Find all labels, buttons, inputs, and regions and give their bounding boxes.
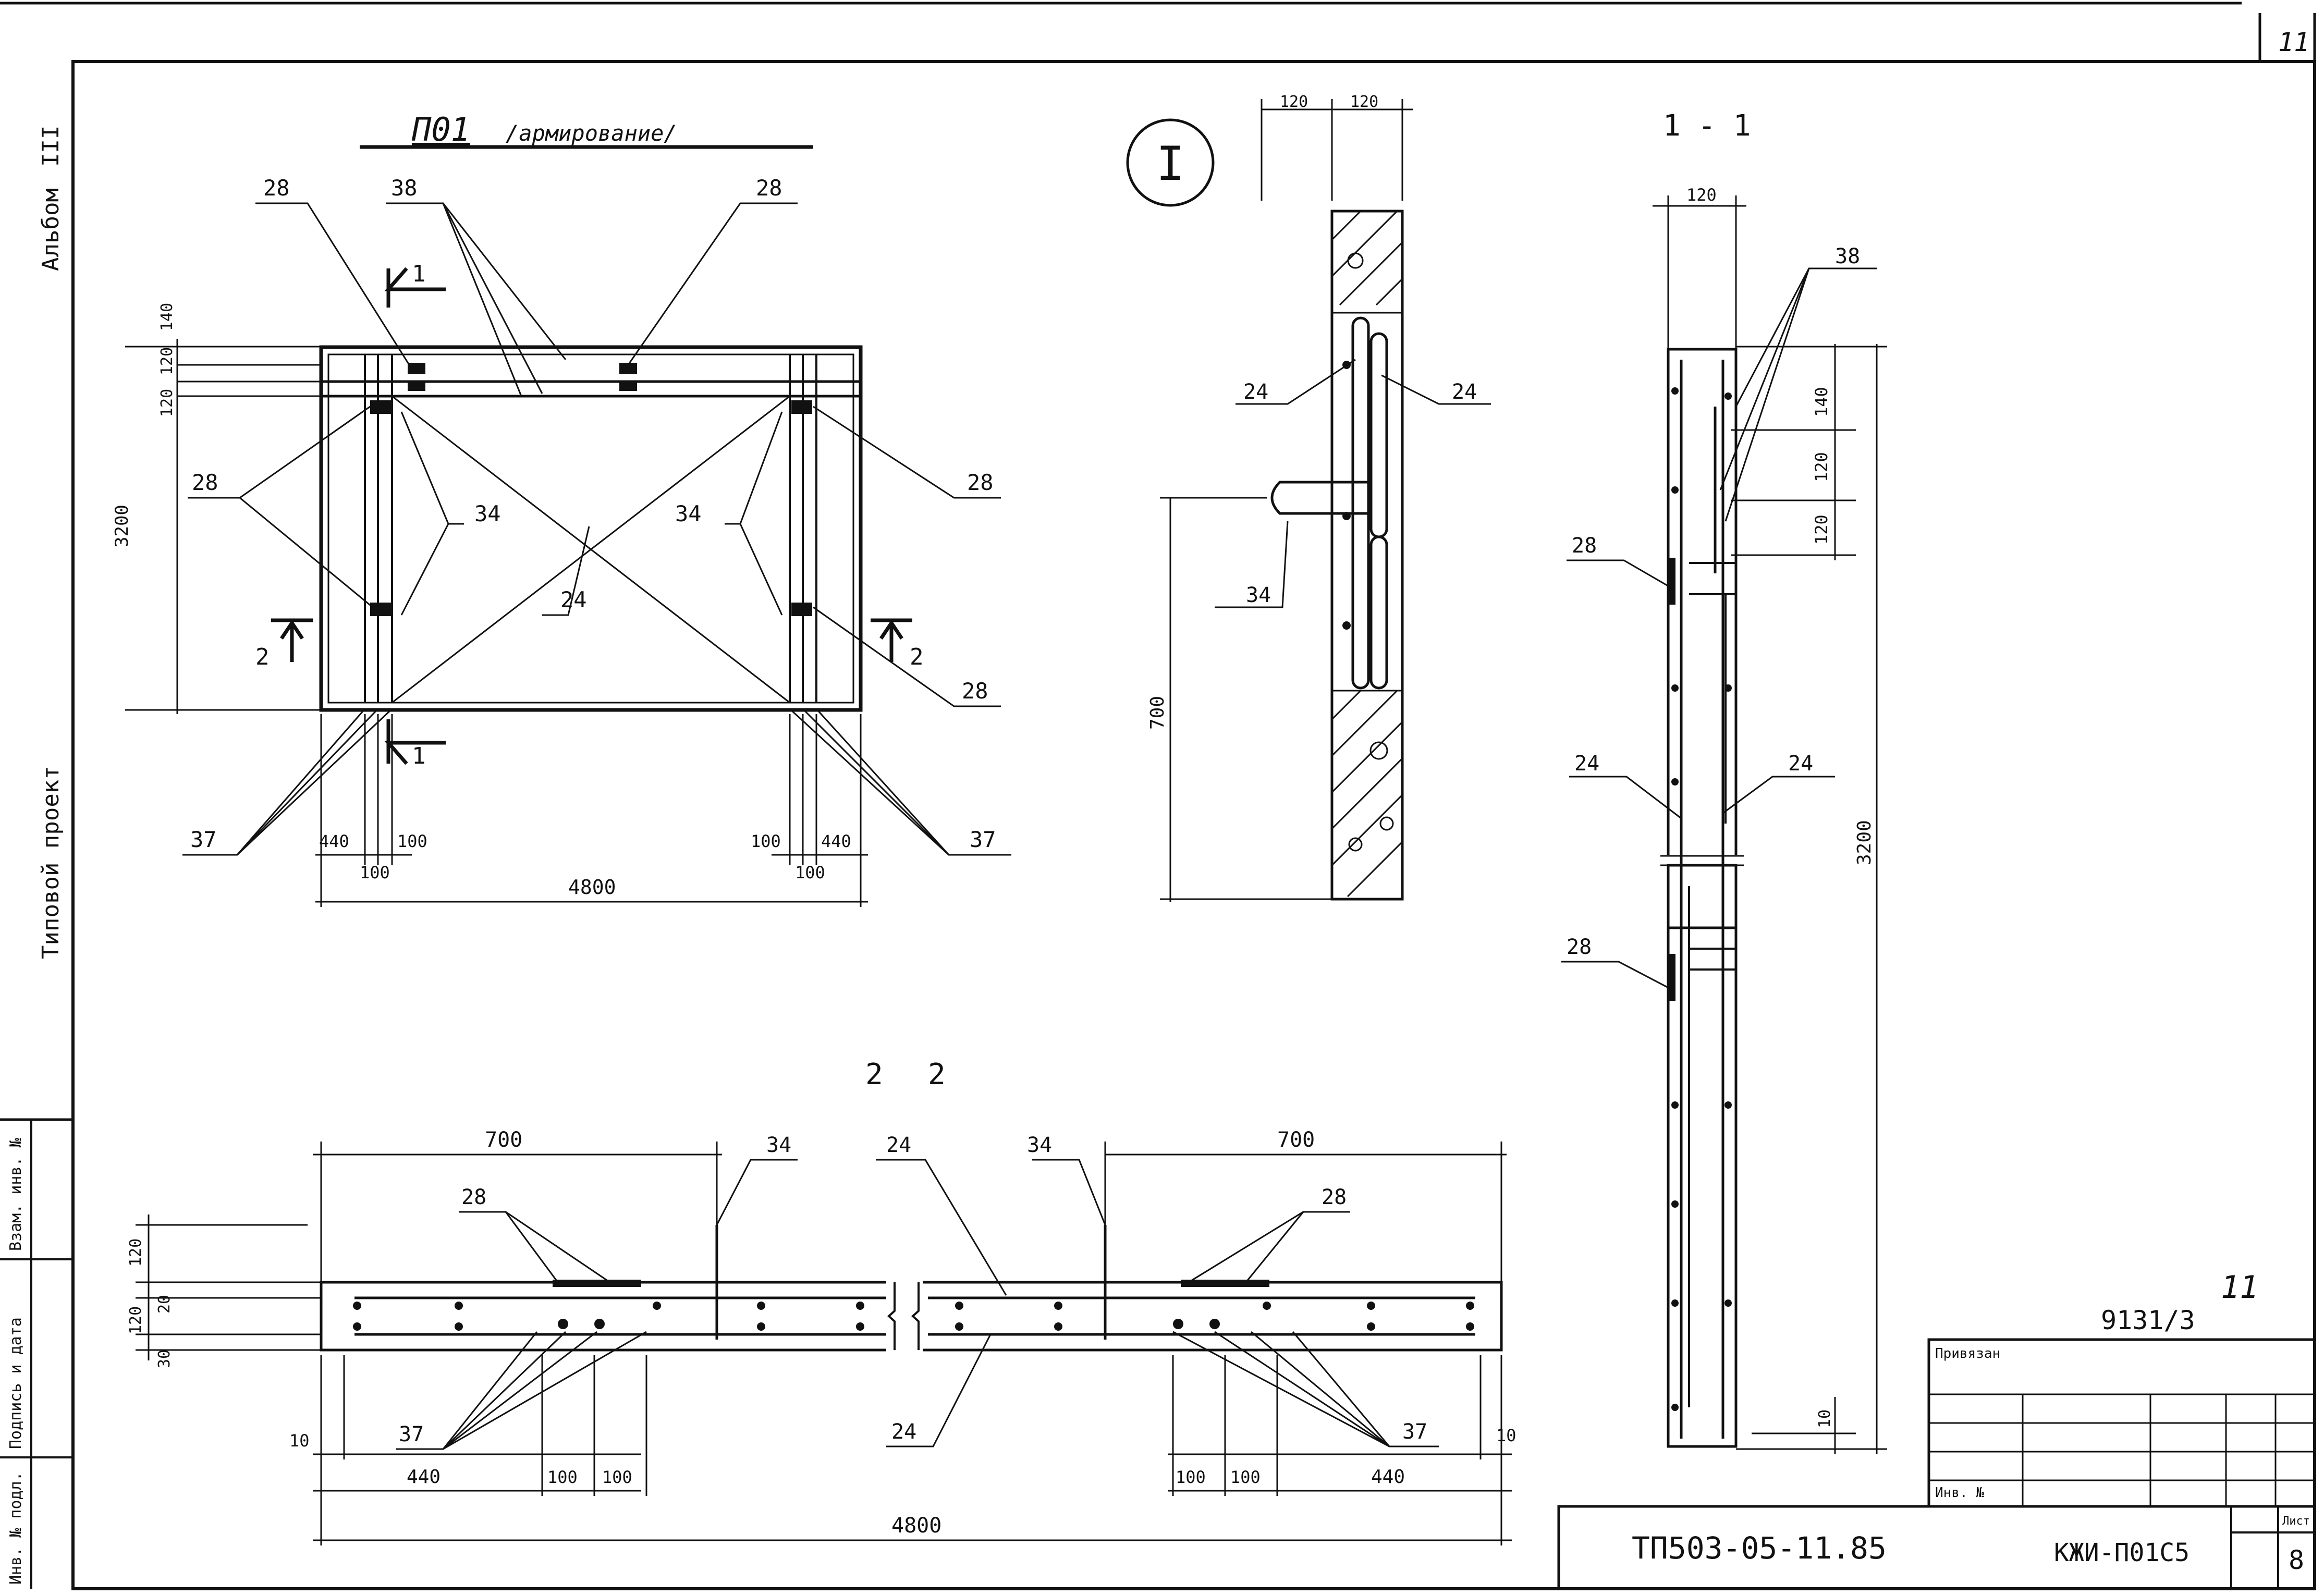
title-block: 9131/3 11 Привязан Инв. № ТП503-05-11.85… — [1557, 1269, 2316, 1590]
section-2-dim-120-b: 120 — [127, 1306, 145, 1334]
corner-sheet-number: 11 — [2278, 27, 2309, 57]
section-2-dim-120-a: 120 — [127, 1238, 145, 1267]
album-number: III — [38, 126, 64, 167]
plan-callout-24: 24 — [560, 587, 587, 612]
plan-dim-100-left-a: 100 — [360, 863, 390, 882]
sheet-handwritten-number: 11 — [2221, 1269, 2258, 1306]
sheet-code: 9131/3 — [2101, 1305, 2195, 1335]
section-2-title-b: 2 — [928, 1058, 946, 1091]
section-2-dim-100-right-a: 100 — [1176, 1467, 1206, 1487]
section-2-dim-700-right: 700 — [1277, 1128, 1315, 1152]
section-2-dim-20: 20 — [155, 1295, 174, 1314]
section-1-dim-120-a: 120 — [1812, 452, 1831, 482]
section-2-callout-34-left: 34 — [766, 1133, 791, 1157]
plan-dim-4800: 4800 — [568, 876, 616, 899]
section-2-dim-440-left: 440 — [407, 1466, 441, 1488]
section-2-callout-34-right: 34 — [1027, 1133, 1052, 1157]
section-1-dim-10: 10 — [1816, 1409, 1834, 1428]
plan-dim-100-right-a: 100 — [751, 831, 781, 851]
section-2-dim-4800: 4800 — [891, 1514, 941, 1538]
section-1-callout-28-top: 28 — [1572, 534, 1597, 558]
section-1-callout-24-left: 24 — [1574, 752, 1599, 776]
node-dim-120-b: 120 — [1350, 93, 1378, 111]
plan-dim-120-b: 120 — [158, 389, 176, 417]
section-2-dim-30: 30 — [155, 1349, 174, 1368]
section-1-dim-120-b: 120 — [1812, 514, 1831, 545]
section-2-dim-700-left: 700 — [485, 1128, 522, 1152]
main-title: П01 — [411, 111, 470, 149]
stamp-cell-signature: Подпись и дата — [7, 1317, 25, 1449]
section-1-dim-140: 140 — [1812, 387, 1831, 417]
node-marker: I — [1156, 137, 1184, 191]
plan-callout-28-left: 28 — [192, 470, 218, 495]
section-2-title-a: 2 — [865, 1058, 883, 1091]
project-code: ТП503-05-11.85 — [1632, 1530, 1887, 1566]
node-callout-34: 34 — [1246, 583, 1271, 607]
sheet-label: Лист — [2282, 1515, 2310, 1528]
section-2-dim-100-left-b: 100 — [602, 1467, 632, 1487]
plan-dim-100-right-b: 100 — [795, 863, 825, 882]
bound-label: Привязан — [1935, 1346, 2000, 1361]
section-2-dim-100-left-a: 100 — [547, 1467, 578, 1487]
plan-callout-34-left: 34 — [474, 501, 501, 526]
section-2-dim-10-right: 10 — [1496, 1426, 1516, 1445]
plan-callout-34-right: 34 — [675, 501, 702, 526]
section-1-callout-38: 38 — [1835, 244, 1860, 268]
section-1-view: 1 - 1 120 — [1561, 109, 1887, 1454]
node-callout-24-right: 24 — [1452, 380, 1477, 404]
plan-dim-120-a: 120 — [158, 347, 176, 375]
section-2-callout-37-right: 37 — [1402, 1420, 1427, 1444]
plan-callout-38: 38 — [391, 175, 418, 201]
plan-callout-28-top-left: 28 — [263, 175, 290, 201]
section-2-callout-37-left: 37 — [399, 1422, 424, 1446]
node-callout-24-left: 24 — [1243, 380, 1268, 404]
plan-dim-100-left-b: 100 — [397, 831, 427, 851]
plan-section-mark-2-left: 2 — [255, 644, 270, 670]
plan-dim-3200: 3200 — [112, 505, 132, 547]
plan-callout-28-right-lower: 28 — [962, 678, 988, 704]
section-1-dim-120: 120 — [1686, 185, 1717, 205]
node-view: I 120 120 — [1126, 93, 1491, 902]
plan-callout-28-right: 28 — [967, 470, 994, 495]
project-type-label: Типовой проект — [38, 766, 64, 959]
section-1-dim-3200: 3200 — [1854, 820, 1875, 865]
section-2-view: 2 2 700 700 — [127, 1058, 1516, 1545]
section-2-dim-440-right: 440 — [1371, 1466, 1405, 1488]
doc-code: КЖИ-П01С5 — [2054, 1538, 2190, 1567]
section-2-callout-28-right: 28 — [1322, 1185, 1347, 1209]
section-2-dim-10-left: 10 — [289, 1431, 310, 1451]
plan-callout-28-top-right: 28 — [756, 175, 782, 201]
node-dim-700: 700 — [1147, 696, 1168, 730]
plan-dim-140: 140 — [158, 303, 176, 331]
stamp-cell-inv-orig: Инв. № подл. — [7, 1471, 25, 1585]
plan-callout-37-right: 37 — [970, 827, 996, 852]
plan-view: П01 /армирование/ — [112, 111, 1011, 907]
plan-dim-440-left: 440 — [319, 831, 349, 851]
stamp-cell-replaced: Взам. инв. № — [7, 1138, 25, 1251]
section-2-callout-28-left: 28 — [461, 1185, 486, 1209]
album-label: Альбом — [38, 188, 64, 271]
plan-callout-37-left: 37 — [190, 827, 217, 852]
sheet-number: 8 — [2289, 1545, 2304, 1575]
plan-section-mark-1-top: 1 — [412, 261, 426, 287]
section-1-callout-28-bottom: 28 — [1567, 935, 1592, 959]
inv-label: Инв. № — [1935, 1485, 1984, 1501]
plan-section-mark-1-bottom: 1 — [412, 743, 426, 769]
section-2-callout-24-bottom: 24 — [891, 1420, 916, 1444]
section-1-callout-24-right: 24 — [1788, 752, 1813, 776]
plan-dim-440-right: 440 — [821, 831, 851, 851]
section-2-dim-100-right-b: 100 — [1230, 1467, 1261, 1487]
node-dim-120-a: 120 — [1280, 93, 1308, 111]
plan-section-mark-2-right: 2 — [910, 644, 924, 670]
left-margin-labels: Альбом III Типовой проект Инв. № подл. П… — [7, 126, 64, 1585]
main-title-sub: /армирование/ — [506, 120, 677, 146]
section-2-callout-24-top: 24 — [886, 1133, 911, 1157]
section-1-title: 1 - 1 — [1663, 109, 1751, 143]
